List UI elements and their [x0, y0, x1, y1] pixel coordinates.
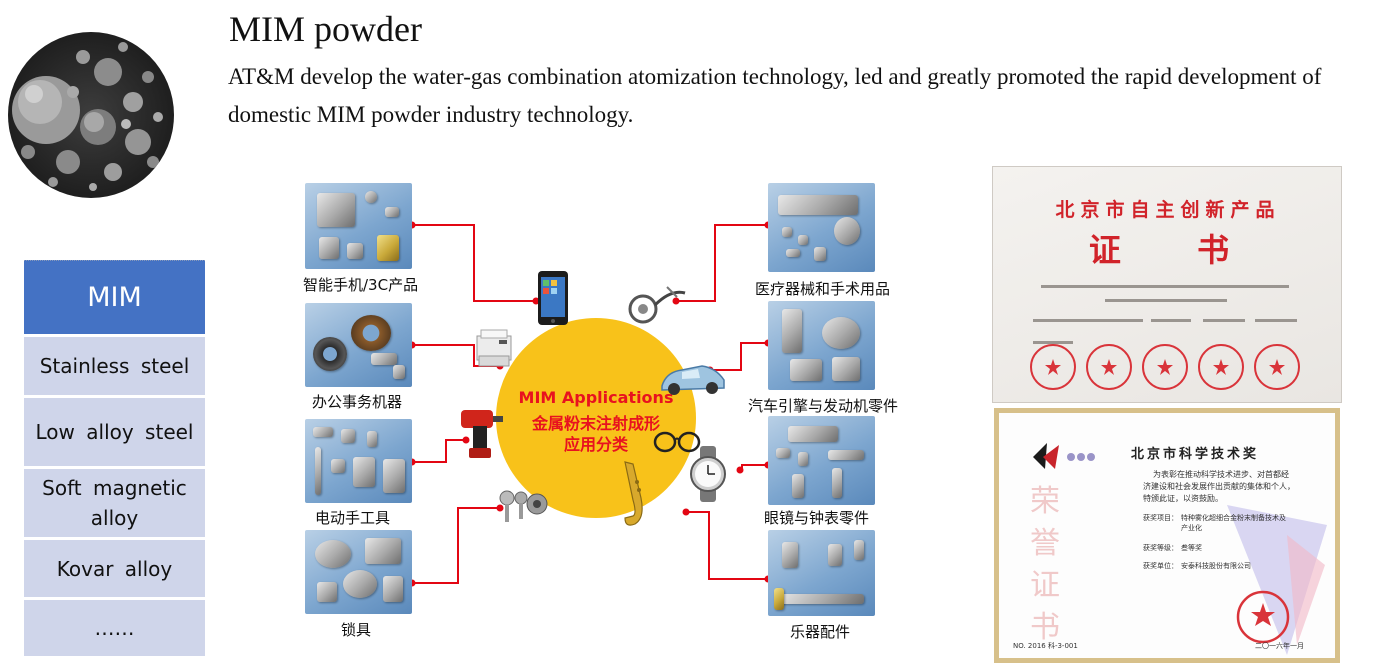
instrument-parts-image — [768, 530, 875, 616]
mim-table-header: MIM — [24, 260, 205, 334]
mim-row-more: …… — [24, 600, 205, 656]
cert2-unit-label: 获奖单位： — [1143, 562, 1178, 570]
mim-row-stainless-steel: Stainless steel — [24, 337, 205, 395]
page-description: AT&M develop the water-gas combination a… — [228, 64, 1322, 127]
power-tool-parts-image — [305, 419, 412, 503]
cert2-grade-label: 获奖等级： — [1143, 544, 1178, 552]
science-technology-award-certificate: 荣誉证书 北京市科学技术奖 为表彰在推动科学技术进步、对首都经 济建设和社会发展… — [994, 408, 1340, 663]
mim-applications-hub — [496, 318, 696, 518]
cert2-unit: 安泰科技股份有限公司 — [1181, 562, 1251, 570]
powder-micrograph-image — [8, 32, 174, 198]
hub-title-en: MIM Applications — [518, 388, 674, 407]
category-medical: 医疗器械和手术用品 — [755, 280, 891, 298]
medical-parts-image — [768, 183, 875, 272]
cert2-number: NO. 2016 科-3-001 — [1013, 642, 1078, 650]
power-drill-icon — [461, 410, 503, 458]
smartphone-icon — [538, 271, 568, 325]
wristwatch-icon — [690, 446, 726, 502]
printer-icon — [476, 329, 512, 367]
cert1-seals — [1030, 344, 1300, 390]
hub-title-zh-2: 应用分类 — [563, 435, 628, 454]
cert2-body-3: 特颁此证，以资鼓励。 — [1143, 494, 1223, 503]
category-eyewear-watch: 眼镜与钟表零件 — [764, 509, 870, 527]
category-office: 办公事务机器 — [312, 393, 403, 411]
eyewear-watch-parts-image — [768, 416, 875, 505]
mim-row-soft-magnetic-alloy: Soft magnetic alloy — [24, 469, 205, 537]
lock-parts-image — [305, 530, 412, 614]
cert2-vertical-text: 荣誉证书 — [1030, 484, 1060, 645]
mim-materials-table: MIM Stainless steel Low alloy steel Soft… — [24, 260, 205, 656]
cert1-body-lines — [1033, 285, 1297, 344]
cert2-date: 二〇一六年一月 — [1255, 642, 1304, 650]
car-icon — [661, 365, 725, 395]
cert2-project: 特种雾化超细合金粉末制备技术及 — [1181, 514, 1286, 522]
cert2-project-2: 产业化 — [1181, 524, 1202, 532]
page-title: MIM powder — [229, 9, 422, 49]
cert2-official-seal — [1236, 590, 1290, 644]
cert2-project-label: 获奖项目： — [1143, 514, 1178, 522]
automotive-parts-image — [768, 301, 875, 390]
category-automotive: 汽车引擎与发动机零件 — [748, 397, 899, 415]
saxophone-icon — [624, 461, 643, 526]
independent-innovation-certificate: 北京市自主创新产品 证 书 — [992, 166, 1342, 403]
category-power-tools: 电动手工具 — [315, 509, 391, 527]
cert1-subtitle: 证 书 — [1088, 231, 1248, 269]
hub-title-zh-1: 金属粉末注射成形 — [531, 414, 660, 433]
cert2-grade: 叁等奖 — [1181, 544, 1202, 552]
category-phone-3c: 智能手机/3C产品 — [303, 276, 419, 294]
eyeglasses-icon — [653, 431, 701, 453]
cert2-body-1: 为表彰在推动科学技术进步、对首都经 — [1153, 470, 1289, 479]
category-instruments: 乐器配件 — [790, 623, 851, 641]
office-machine-parts-image — [305, 303, 412, 387]
keys-lock-icon — [499, 490, 548, 522]
phone-3c-parts-image — [305, 183, 412, 269]
cert1-title: 北京市自主创新产品 — [1055, 199, 1281, 221]
mim-row-low-alloy-steel: Low alloy steel — [24, 398, 205, 466]
award-logo-icon — [1033, 443, 1095, 469]
stethoscope-icon — [628, 286, 686, 324]
award-emblem-graphic — [1227, 505, 1327, 655]
mim-row-kovar-alloy: Kovar alloy — [24, 540, 205, 597]
category-locks: 锁具 — [341, 621, 372, 639]
cert2-body-2: 济建设和社会发展作出贡献的集体和个人， — [1143, 482, 1295, 491]
cert2-title: 北京市科学技术奖 — [1131, 447, 1260, 462]
